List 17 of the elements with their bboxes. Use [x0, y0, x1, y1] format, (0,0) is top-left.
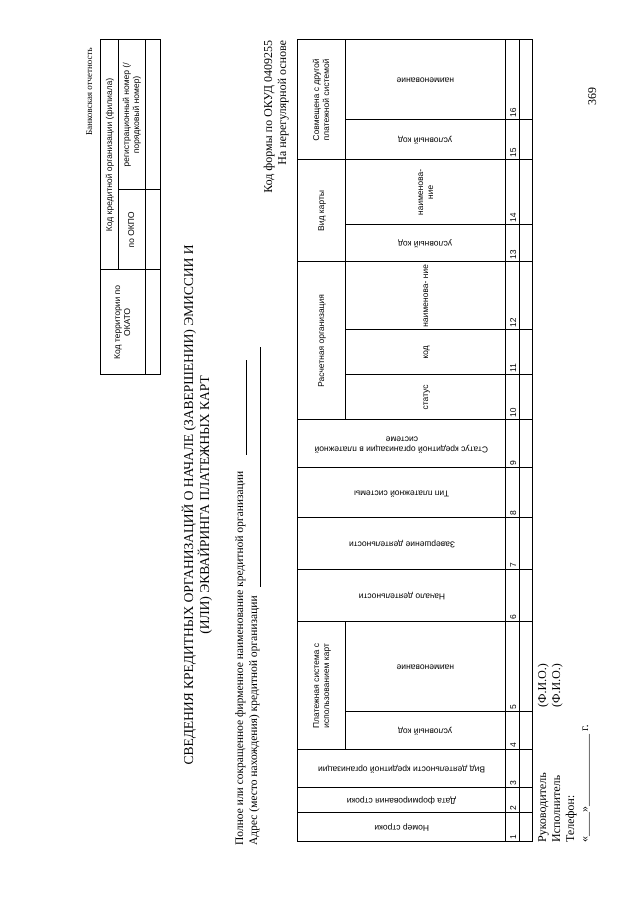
page-number: 369: [585, 87, 600, 105]
column-header: Совмещена с другой платежной системой: [297, 39, 346, 160]
frequency-label: На нерегулярной основе: [275, 40, 290, 165]
field-label: Полное или сокращенное фирменное наименование кредитной организации: [234, 470, 246, 845]
column-header: Номер строки: [297, 812, 506, 842]
field-label: Адрес (место нахождения) кредитной организации: [248, 595, 260, 845]
signature-label: Исполнитель: [549, 774, 564, 842]
signature-label: Руководитель: [535, 772, 550, 842]
column-header: Код территории по ОКАТО: [100, 269, 146, 375]
signature-label: (Ф.И.О.): [549, 663, 564, 707]
signature-label: (Ф.И.О.): [535, 663, 550, 707]
form-title: СВЕДЕНИЯ КРЕДИТНЫХ ОРГАНИЗАЦИЙ О НАЧАЛЕ (ЗАВЕРШЕНИИ) ЭМИССИИ И (ИЛИ) ЭКВАЙРИНГА ПЛАТЕЖНЫХ КАРТ: [181, 243, 213, 767]
report-label: Банковская отчетность: [84, 47, 94, 135]
column-header: Код кредитной организации (филиала): [100, 39, 119, 270]
date-line: «____»____________ г.: [577, 724, 592, 842]
form-code-label: Код формы по ОКУД 0409255: [261, 40, 276, 193]
signature-label: Телефон:: [563, 794, 578, 842]
